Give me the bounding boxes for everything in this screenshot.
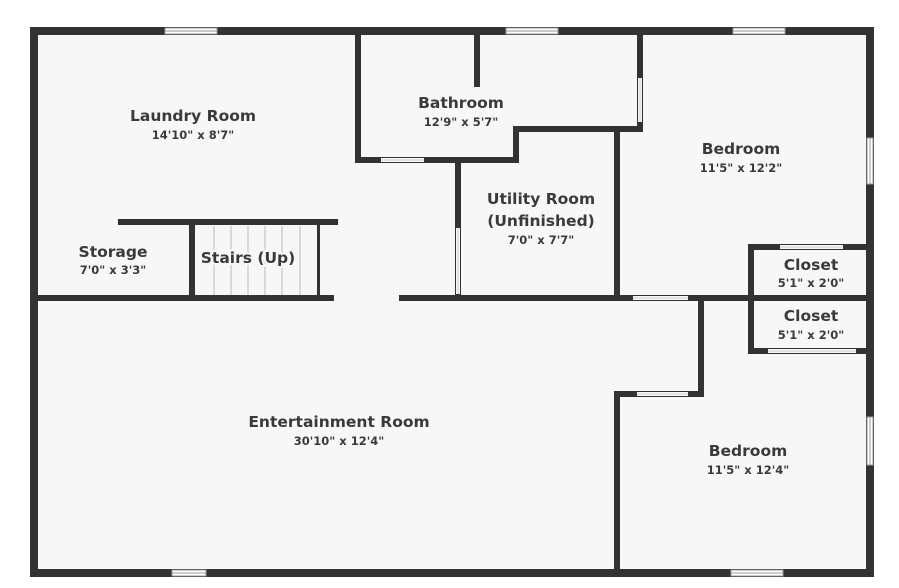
wall-bath-bottom-right [513, 126, 643, 132]
wall-bedroom-step-v [698, 295, 704, 397]
closet-upper-name: Closet [784, 256, 839, 274]
window-top-bedroom [732, 27, 786, 35]
entertainment-room-dims: 30'10" x 12'4" [294, 434, 384, 448]
wall-mid-left [34, 295, 334, 301]
utility-room-dims: 7'0" x 7'7" [508, 233, 574, 247]
window-top-left [164, 27, 218, 35]
wall-bath-step [513, 126, 519, 163]
wall-outer-right [866, 27, 874, 577]
storage-name: Storage [79, 243, 148, 261]
wall-stairs-top [118, 219, 338, 225]
bedroom-lower-name: Bedroom [709, 442, 788, 460]
window-right-upper [866, 137, 874, 185]
window-bottom-right [730, 569, 784, 577]
wall-bath-left [355, 35, 361, 163]
utility-room-name-line2: (Unfinished) [487, 212, 595, 230]
entertainment-room-name: Entertainment Room [248, 413, 429, 431]
wall-storage-right [189, 219, 195, 299]
wall-outer-top [30, 27, 874, 35]
wall-bedroom-left [614, 391, 620, 573]
wall-bath-bottom [355, 157, 519, 163]
utility-room-name-line1: Utility Room [487, 190, 595, 208]
wall-bath-stub [474, 35, 480, 87]
bedroom-upper-name: Bedroom [702, 140, 781, 158]
closet-lower-name: Closet [784, 307, 839, 325]
door-lines [381, 78, 856, 395]
windows [164, 27, 874, 577]
closet-lower-dims: 5'1" x 2'0" [778, 328, 844, 342]
window-right-lower [866, 416, 874, 466]
wall-closet-left [748, 244, 754, 354]
wall-utility-right [614, 126, 620, 299]
stair-treads [196, 226, 318, 295]
window-top-bath [505, 27, 559, 35]
storage-dims: 7'0" x 3'3" [80, 263, 146, 277]
window-bottom-left [171, 569, 207, 577]
wall-outer-left [30, 27, 38, 577]
bedroom-upper-dims: 11'5" x 12'2" [700, 161, 782, 175]
closet-upper-dims: 5'1" x 2'0" [778, 276, 844, 290]
laundry-room-dims: 14'10" x 8'7" [152, 128, 234, 142]
wall-outer-bottom [30, 569, 874, 577]
laundry-room-name: Laundry Room [130, 107, 256, 125]
bathroom-dims: 12'9" x 5'7" [424, 115, 498, 129]
room-labels: Laundry Room 14'10" x 8'7" Bathroom 12'9… [79, 94, 845, 477]
bedroom-lower-dims: 11'5" x 12'4" [707, 463, 789, 477]
stair-rail [317, 225, 320, 296]
bathroom-name: Bathroom [418, 94, 504, 112]
stairs-name: Stairs (Up) [201, 249, 295, 267]
